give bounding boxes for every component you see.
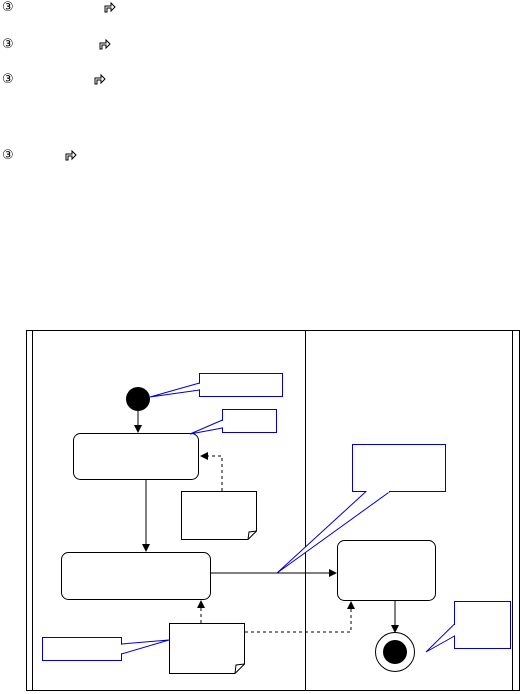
bullet-marker: ③ [2, 148, 14, 163]
bullet-marker: ③ [2, 72, 14, 87]
dependency-note2-to-activity3 [245, 601, 355, 633]
activity-1[interactable] [73, 433, 199, 480]
note-1[interactable] [181, 491, 257, 540]
initial-node[interactable] [126, 387, 150, 411]
final-node[interactable] [375, 632, 415, 672]
bullet-marker: ③ [2, 0, 14, 15]
bullet-marker: ③ [2, 37, 14, 52]
end-callout [425, 601, 511, 653]
dependency-note1-to-activity1 [200, 452, 223, 491]
activity-3[interactable] [337, 540, 436, 601]
activity-2[interactable] [61, 552, 211, 600]
share-arrow-icon[interactable] [64, 148, 78, 162]
object-callout [42, 637, 170, 661]
share-arrow-icon[interactable] [98, 37, 112, 51]
activity-callout [189, 409, 277, 435]
share-arrow-icon[interactable] [103, 0, 117, 14]
note-2[interactable] [169, 623, 245, 674]
transition-callout [276, 444, 446, 574]
start-callout [149, 373, 283, 398]
share-arrow-icon[interactable] [93, 72, 107, 86]
